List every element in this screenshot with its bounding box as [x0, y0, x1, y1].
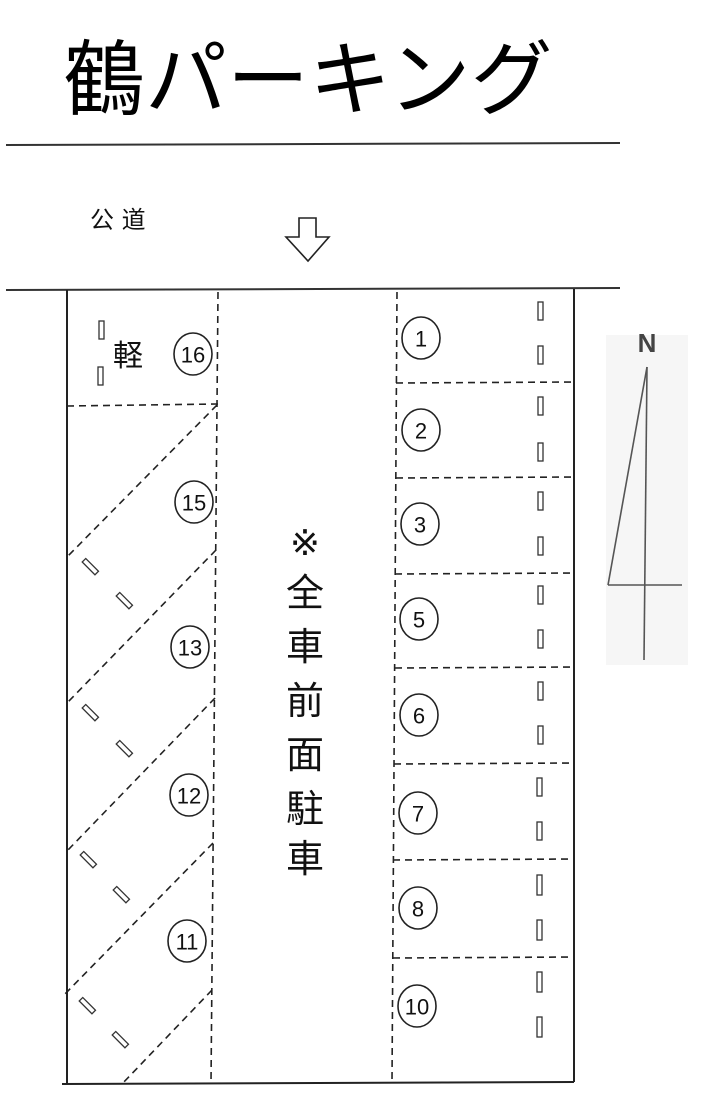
kei-car-label: 軽 — [113, 339, 143, 374]
space-number: 3 — [414, 513, 426, 538]
parking-space-6: 6 — [399, 693, 439, 737]
page-title: 鶴パーキング — [63, 33, 553, 128]
space-number: 8 — [412, 897, 424, 922]
note-char: 駐 — [286, 787, 324, 831]
parking-lot — [61, 289, 575, 1085]
space-number: 11 — [176, 930, 199, 955]
space-number: 10 — [405, 995, 429, 1020]
title-divider — [5, 142, 621, 146]
parking-space-3: 3 — [400, 502, 440, 546]
parking-space-15: 15 — [174, 480, 214, 524]
parking-space-12: 12 — [169, 773, 209, 817]
space-number: 1 — [415, 327, 427, 352]
note-char: 面 — [286, 733, 324, 777]
space-number: 12 — [177, 784, 201, 809]
road-edge-line — [5, 287, 621, 291]
space-number: 5 — [413, 608, 425, 633]
wheel-stops-left — [78, 320, 134, 1049]
space-number: 16 — [181, 343, 205, 368]
north-arrow-icon: N — [606, 328, 688, 665]
note-char: 前 — [286, 679, 324, 723]
space-number: 6 — [413, 704, 425, 729]
parking-space-10: 10 — [397, 984, 437, 1028]
parking-space-1: 1 — [401, 316, 441, 360]
space-number: 7 — [412, 802, 424, 827]
note-mark: ※ — [290, 523, 320, 564]
parking-space-13: 13 — [170, 625, 210, 669]
space-number: 15 — [182, 491, 206, 516]
parking-space-7: 7 — [398, 791, 438, 835]
note-char: 車 — [286, 837, 324, 881]
parking-space-5: 5 — [399, 597, 439, 641]
wheel-stops-right — [536, 301, 544, 1038]
parking-space-8: 8 — [398, 886, 438, 930]
public-road-label: 公 道 — [90, 206, 146, 234]
parking-space-11: 11 — [167, 919, 207, 963]
space-number: 13 — [178, 636, 202, 661]
note-char: 車 — [286, 625, 324, 669]
space-number: 2 — [415, 419, 427, 444]
front-parking-note: ※ 全 車 前 面 駐 車 — [286, 523, 324, 881]
note-char: 全 — [286, 571, 324, 615]
down-arrow-icon — [284, 217, 331, 263]
north-label: N — [638, 328, 657, 358]
parking-space-16: 16 — [173, 332, 213, 376]
parking-space-2: 2 — [401, 408, 441, 452]
